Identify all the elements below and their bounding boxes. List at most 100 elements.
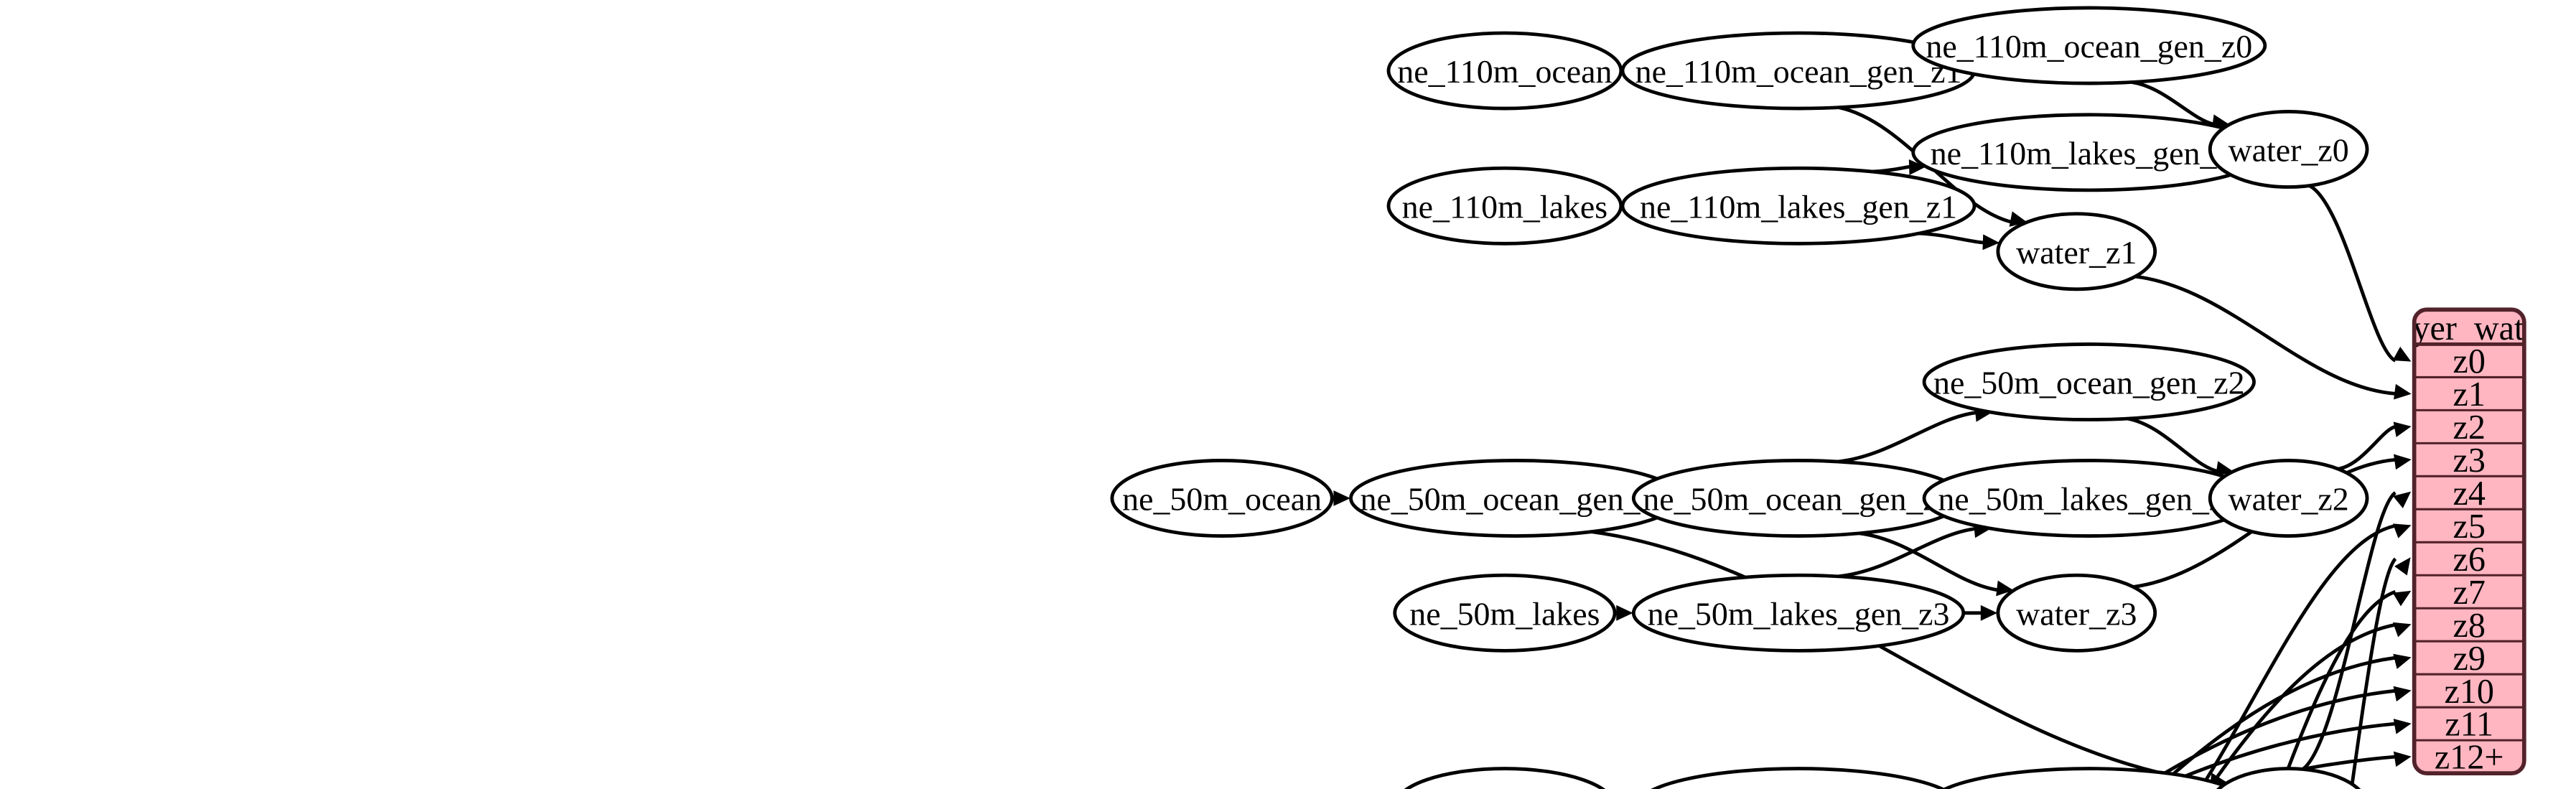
edge-water_z1-to-layer_water-z1 xyxy=(2134,274,2396,396)
node-shape xyxy=(1996,212,2157,291)
layer-table-title: layer_water xyxy=(2388,309,2551,347)
edge-arrowhead xyxy=(2392,523,2412,538)
node-label: ne_110m_lakes xyxy=(1402,188,1608,225)
graph-node-water_z0[interactable]: water_z0 xyxy=(2208,110,2369,189)
edge-arrowhead xyxy=(1996,580,2014,597)
layer-table-row-z2[interactable]: z2 xyxy=(2453,408,2486,447)
graph-node-water_z3[interactable]: water_z3 xyxy=(1996,573,2157,653)
edge-ne_50m_ocean_gen_z3-to-water_z3 xyxy=(1859,531,1998,592)
edge-arrowhead xyxy=(1616,604,1633,621)
node-label: ne_110m_ocean xyxy=(1397,53,1612,90)
graph-node-ne_110m_ocean_gen_z0[interactable]: ne_110m_ocean_gen_z0 xyxy=(1911,6,2267,85)
layer-table-row-z10[interactable]: z10 xyxy=(2444,673,2493,711)
graph-node-water_z2[interactable]: water_z2 xyxy=(2208,459,2369,538)
edge-ne_50m_lakes_gen_z3-to-ne_50m_lakes_gen_z2 xyxy=(1838,527,1976,579)
layer-table-row-z3[interactable]: z3 xyxy=(2453,442,2486,480)
node-label: water_z1 xyxy=(2016,234,2137,271)
graph-node-water_z1[interactable]: water_z1 xyxy=(1996,212,2157,291)
edge-arrowhead xyxy=(2393,421,2412,437)
edge-arrowhead xyxy=(2393,719,2412,734)
edge-arrowhead xyxy=(1982,234,2000,251)
graph-node-ne_110m_ocean_gen_z1[interactable]: ne_110m_ocean_gen_z1 xyxy=(1620,31,1977,111)
node-shape xyxy=(1110,459,1334,538)
graph-node-ne_50m_lakes_gen_z3[interactable]: ne_50m_lakes_gen_z3 xyxy=(1631,573,1966,653)
node-label: ne_110m_lakes_gen_z1 xyxy=(1640,188,1957,225)
node-label: ne_50m_lakes xyxy=(1409,595,1600,632)
graph-node-ne_10m_lakes_gen_z5[interactable]: ne_10m_lakes_gen_z5 xyxy=(1637,767,1961,789)
node-shape xyxy=(1996,573,2157,653)
node-shape xyxy=(1941,767,2237,789)
node-label: water_z3 xyxy=(2016,595,2137,632)
layer-table-row-z4[interactable]: z4 xyxy=(2453,475,2486,513)
graph-node-water_z4[interactable]: water_z4 xyxy=(2210,767,2367,789)
edge-water_z6-to-layer_water-z6 xyxy=(2349,557,2397,789)
layer-table-row-z9[interactable]: z9 xyxy=(2453,640,2486,678)
graph-node-ne_110m_lakes_gen_z0[interactable]: ne_110m_lakes_gen_z0 xyxy=(1911,113,2267,192)
layer-table-row-z7[interactable]: z7 xyxy=(2453,574,2486,612)
node-label: ne_50m_ocean xyxy=(1122,481,1322,518)
edge-water_z2-to-layer_water-z2 xyxy=(2337,425,2397,471)
graph-node-ne_10m_lakes_gen_z4[interactable]: ne_10m_lakes_gen_z4 xyxy=(1927,767,2251,789)
layer-table-row-z0[interactable]: z0 xyxy=(2453,342,2486,381)
graph-node-ne_50m_ocean_gen_z4[interactable]: ne_50m_ocean_gen_z4 xyxy=(1349,459,1683,538)
edge-water_z0-to-layer_water-z0 xyxy=(2308,184,2397,363)
graph-node-ne_110m_lakes_gen_z1[interactable]: ne_110m_lakes_gen_z1 xyxy=(1620,166,1977,246)
layer-water-table: layer_waterz0z1z2z3z4z5z6z7z8z9z10z11z12… xyxy=(2388,307,2551,777)
graph-node-ne_110m_lakes[interactable]: ne_110m_lakes xyxy=(1386,166,1623,246)
edge-arrowhead xyxy=(2009,211,2027,227)
layer-table-row-z12plus[interactable]: z12+ xyxy=(2435,739,2504,777)
graph-node-ne_50m_lakes_gen_z2[interactable]: ne_50m_lakes_gen_z2 xyxy=(1922,459,2256,538)
node-label: ne_50m_lakes_gen_z3 xyxy=(1648,595,1950,632)
node-label: ne_50m_lakes_gen_z2 xyxy=(1938,481,2240,518)
node-shape xyxy=(1393,573,1617,653)
node-label: ne_50m_ocean_gen_z2 xyxy=(1933,365,2245,401)
edge-arrowhead xyxy=(2392,346,2412,362)
edge-water_z9-to-layer_water-z9 xyxy=(2154,655,2396,789)
edge-ne_50m_ocean_gen_z2-to-water_z2 xyxy=(2127,416,2218,473)
graph-node-ne_10m_lakes[interactable]: ne_10m_lakes xyxy=(1395,767,1615,789)
node-shape xyxy=(2216,767,2361,789)
edge-water_z7-to-layer_water-z7 xyxy=(2278,589,2397,789)
graph-node-ne_50m_ocean[interactable]: ne_50m_ocean xyxy=(1110,459,1334,538)
nodes-layer: imposm3osm_ocean_polygonosm_water_polygo… xyxy=(1110,6,2369,789)
layer-table-row-z1[interactable]: z1 xyxy=(2453,375,2486,414)
layer-table-outline xyxy=(2412,307,2526,775)
node-shape xyxy=(1911,6,2267,85)
edge-ne_110m_ocean_gen_z0-to-water_z0 xyxy=(2131,80,2214,126)
node-shape xyxy=(1922,342,2256,421)
graph-node-ne_50m_lakes[interactable]: ne_50m_lakes xyxy=(1393,573,1617,653)
edge-arrowhead xyxy=(2393,491,2412,508)
layer-table-row-z11[interactable]: z11 xyxy=(2445,706,2493,744)
edge-arrowhead xyxy=(2393,454,2412,470)
edge-ne_50m_ocean_gen_z3-to-ne_50m_ocean_gen_z2 xyxy=(1837,411,1977,464)
edge-water_z10-to-layer_water-z10 xyxy=(2135,688,2396,789)
node-label: water_z0 xyxy=(2228,132,2348,169)
node-shape xyxy=(1620,166,1977,246)
node-shape xyxy=(1631,573,1966,653)
edge-arrowhead xyxy=(2394,383,2412,400)
edge-arrowhead xyxy=(1333,490,1350,506)
edge-ne_50m_ocean_gen_z4-to-water_z4 xyxy=(1591,530,2212,785)
graph-node-ne_110m_ocean[interactable]: ne_110m_ocean xyxy=(1386,31,1623,111)
node-label: ne_110m_lakes_gen_z0 xyxy=(1931,135,2248,172)
node-shape xyxy=(1651,767,1946,789)
layer-table-row-z6[interactable]: z6 xyxy=(2453,541,2486,579)
edge-ne_110m_lakes_gen_z1-to-water_z1 xyxy=(1918,231,1984,245)
node-label: ne_110m_ocean_gen_z1 xyxy=(1635,53,1962,90)
node-label: ne_50m_ocean_gen_z3 xyxy=(1643,481,1954,518)
graph-node-ne_50m_ocean_gen_z3[interactable]: ne_50m_ocean_gen_z3 xyxy=(1631,459,1966,538)
edge-water_z5-to-layer_water-z5 xyxy=(2198,523,2396,789)
edge-water_z4-to-layer_water-z4 xyxy=(2301,491,2397,771)
node-label: ne_110m_ocean_gen_z0 xyxy=(1926,28,2252,65)
edge-arrowhead xyxy=(2215,461,2234,477)
layer-table-row-z5[interactable]: z5 xyxy=(2453,508,2486,546)
node-shape xyxy=(2208,459,2369,538)
node-label: water_z2 xyxy=(2228,481,2348,518)
edge-arrowhead xyxy=(2393,653,2412,669)
layer-table-row-z8[interactable]: z8 xyxy=(2453,607,2486,645)
edge-arrowhead xyxy=(2394,557,2411,576)
graph-node-ne_50m_ocean_gen_z2[interactable]: ne_50m_ocean_gen_z2 xyxy=(1922,342,2256,421)
node-shape xyxy=(2208,110,2369,189)
